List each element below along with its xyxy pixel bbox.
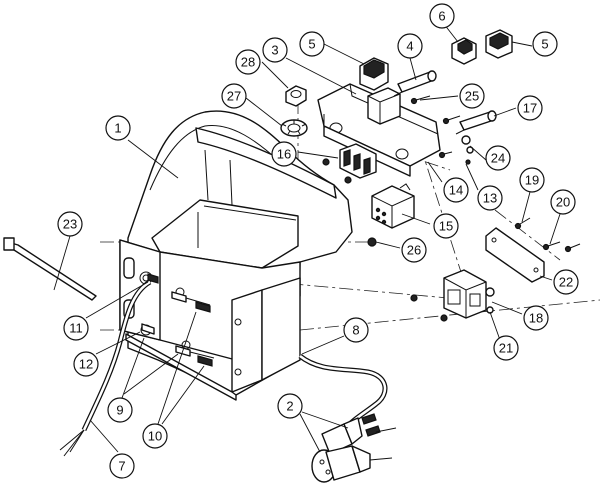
callout-27: 27 <box>221 83 247 109</box>
callouts: 1 2 3 4 5 5 6 7 8 9 10 11 12 13 14 15 16… <box>57 3 579 479</box>
callout-8: 8 <box>343 317 369 343</box>
eu-plug <box>311 445 393 483</box>
callout-label: 16 <box>277 147 291 162</box>
leader-lines <box>53 23 561 453</box>
callout-24: 24 <box>485 145 511 171</box>
callout-13: 13 <box>477 185 503 211</box>
small-switch <box>451 37 477 65</box>
rocker-switch-right <box>485 29 513 59</box>
callout-2: 2 <box>277 393 303 419</box>
callout-label: 8 <box>352 323 359 338</box>
callout-12: 12 <box>73 351 99 377</box>
rocker-switch-left <box>359 57 389 91</box>
callout-11: 11 <box>63 315 89 341</box>
callout-26: 26 <box>401 237 427 263</box>
callout-label: 20 <box>556 195 570 210</box>
callout-28: 28 <box>235 49 261 75</box>
front-fasteners <box>141 273 215 367</box>
callout-label: 2 <box>286 399 293 414</box>
nut <box>285 85 307 107</box>
callout-label: 9 <box>116 403 123 418</box>
callout-label: 11 <box>69 321 83 336</box>
cable-tie <box>3 237 97 301</box>
callout-15: 15 <box>433 213 459 239</box>
fuse-holder-top <box>393 70 437 97</box>
callout-23: 23 <box>57 211 83 237</box>
callout-6: 6 <box>429 3 455 29</box>
us-plug <box>321 413 397 455</box>
callout-label: 4 <box>406 39 413 54</box>
callout-label: 18 <box>529 311 543 326</box>
callout-18: 18 <box>523 305 549 331</box>
callout-label: 6 <box>438 9 445 24</box>
transformer <box>410 269 495 322</box>
callout-9: 9 <box>107 397 133 423</box>
callout-17: 17 <box>517 95 543 121</box>
callout-4: 4 <box>397 33 423 59</box>
callout-label: 3 <box>271 43 278 58</box>
callout-label: 12 <box>79 357 93 372</box>
callout-5a: 5 <box>299 31 325 57</box>
callout-19: 19 <box>519 167 545 193</box>
callout-21: 21 <box>493 335 519 361</box>
callout-1: 1 <box>105 115 131 141</box>
callout-22: 22 <box>553 269 579 295</box>
callout-5b: 5 <box>532 31 558 57</box>
control-bracket <box>317 83 441 177</box>
fuse-holder-right <box>455 110 497 135</box>
small-screws <box>410 95 474 165</box>
callout-label: 13 <box>483 191 497 206</box>
terminal-block <box>322 143 377 184</box>
callout-label: 15 <box>439 219 453 234</box>
callout-label: 27 <box>227 89 241 104</box>
callout-label: 5 <box>308 37 315 52</box>
callout-label: 17 <box>523 101 537 116</box>
callout-7: 7 <box>109 453 135 479</box>
callout-label: 19 <box>525 173 539 188</box>
callout-14: 14 <box>443 177 469 203</box>
callout-label: 26 <box>407 243 421 258</box>
callout-label: 1 <box>114 121 121 136</box>
callout-20: 20 <box>550 189 576 215</box>
main-housing <box>119 110 353 401</box>
callout-label: 7 <box>118 459 125 474</box>
callout-label: 10 <box>148 429 162 444</box>
lock-washer <box>280 119 308 137</box>
callout-label: 22 <box>559 275 573 290</box>
callout-10: 10 <box>142 423 168 449</box>
callout-label: 5 <box>541 37 548 52</box>
callout-label: 24 <box>491 151 505 166</box>
callout-label: 25 <box>465 89 479 104</box>
mounting-plate <box>485 217 581 283</box>
callout-label: 14 <box>449 183 463 198</box>
callout-3: 3 <box>262 37 288 63</box>
callout-16: 16 <box>271 141 297 167</box>
callout-label: 28 <box>241 55 255 70</box>
callout-label: 23 <box>63 217 77 232</box>
relay-nut <box>367 237 377 247</box>
callout-25: 25 <box>459 83 485 109</box>
relay <box>371 183 415 229</box>
callout-label: 21 <box>499 341 513 356</box>
power-cord <box>298 353 388 432</box>
